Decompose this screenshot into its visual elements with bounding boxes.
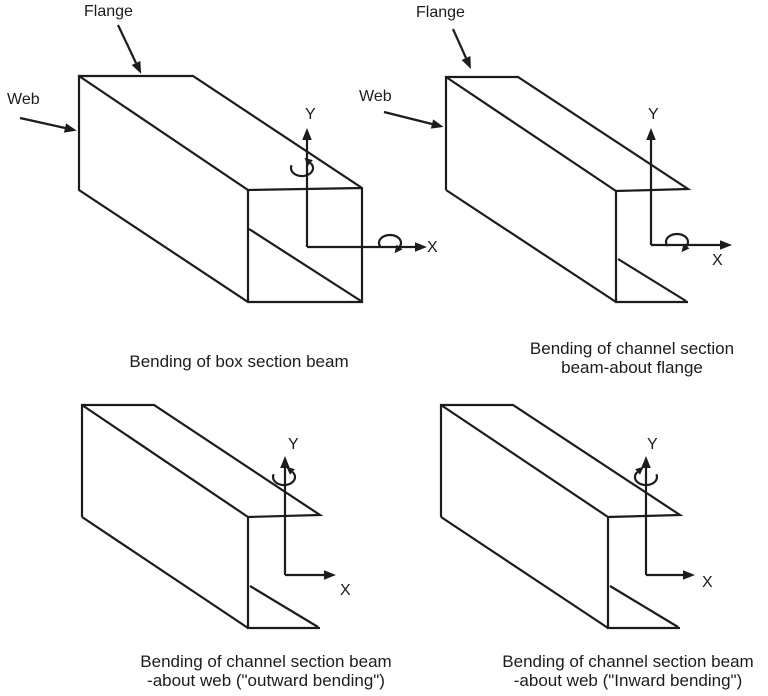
- web-pointer-arrow: [383, 110, 444, 129]
- x-axis-label-channel-inward: X: [702, 574, 713, 591]
- flange-pointer-arrow: [451, 28, 471, 69]
- caption-channel-flange-line2: beam-about flange: [561, 358, 703, 377]
- caption-channel-flange-line1: Bending of channel section: [529, 339, 735, 358]
- y-axis-label-channel-flange: Y: [648, 106, 659, 123]
- web-pointer-arrow: [19, 116, 77, 133]
- y-axis-label-channel-outward: Y: [288, 436, 299, 453]
- y-axis-label-box-beam: Y: [305, 106, 316, 123]
- y-rotation-arrow: [289, 157, 315, 178]
- flange-pointer-arrow: [117, 24, 142, 74]
- box-beam-drawing: [19, 24, 427, 304]
- x-axis-label-channel-outward: X: [340, 582, 351, 599]
- web-label-box-beam: Web: [7, 91, 40, 108]
- caption-channel-outward-line2: -about web ("outward bending"): [147, 671, 385, 690]
- caption-channel-outward-line1: Bending of channel section beam: [140, 652, 392, 671]
- x-rotation-arrow: [377, 233, 403, 254]
- caption-channel-inward-line2: -about web ("Inward bending"): [513, 671, 743, 690]
- caption-channel-inward-line1: Bending of channel section beam: [502, 652, 754, 671]
- x-axis-label-box-beam: X: [427, 239, 438, 256]
- beam-outline: [77, 74, 364, 304]
- caption-box-beam: Bending of box section beam: [129, 352, 349, 371]
- web-label-channel-flange: Web: [359, 88, 392, 105]
- beam-outline: [439, 403, 684, 630]
- flange-label-box-beam: Flange: [84, 3, 133, 20]
- channel-web-outward-drawing: [80, 403, 336, 630]
- y-axis-label-channel-inward: Y: [647, 436, 658, 453]
- channel-flange-drawing: [383, 28, 732, 304]
- beam-outline: [444, 75, 692, 304]
- channel-web-inward-drawing: [439, 403, 695, 630]
- y-rotation-arrow: [271, 466, 297, 487]
- flange-label-channel-flange: Flange: [416, 4, 465, 21]
- x-rotation-arrow: [664, 232, 690, 253]
- y-rotation-arrow: [633, 466, 659, 487]
- beam-outline: [80, 403, 324, 630]
- x-axis-label-channel-flange: X: [712, 252, 723, 269]
